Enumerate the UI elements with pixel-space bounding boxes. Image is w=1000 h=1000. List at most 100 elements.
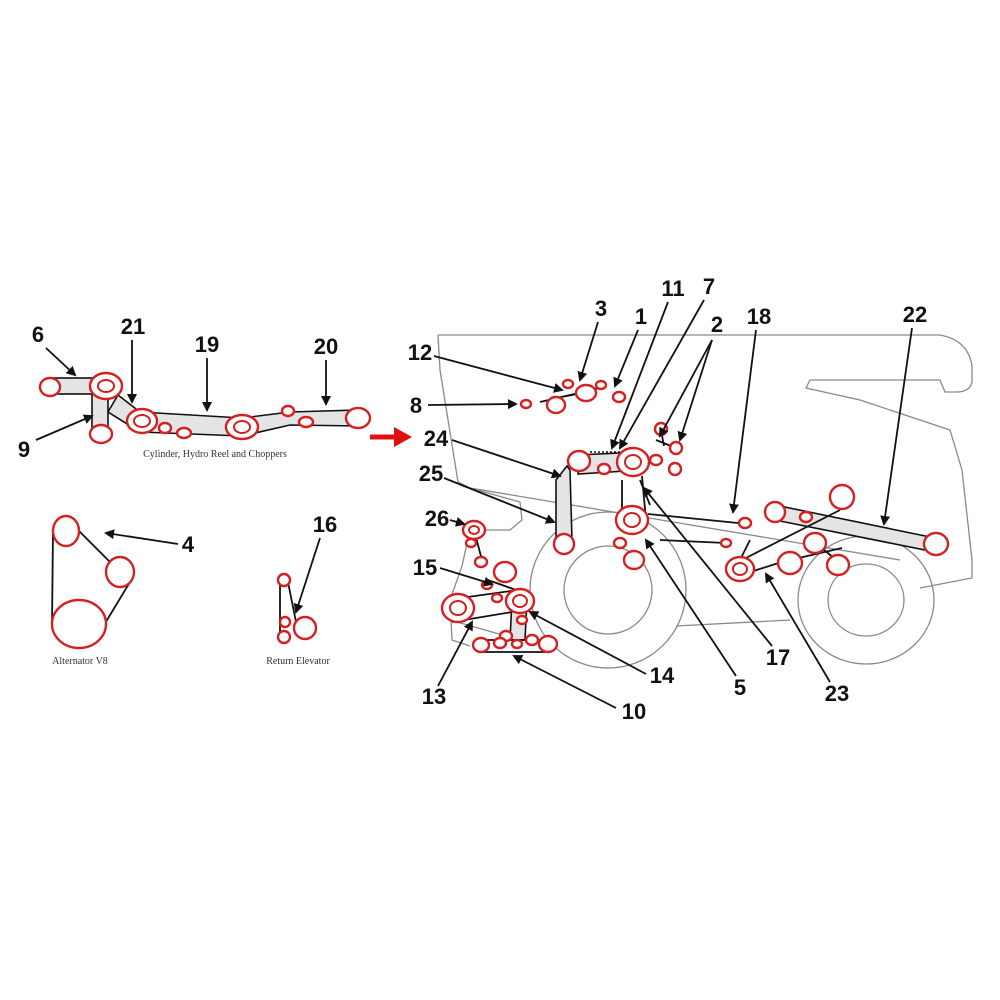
front-wheel-hub	[563, 545, 653, 635]
callout-4: 4	[182, 532, 195, 557]
caption-alternator: Alternator V8	[52, 656, 108, 667]
pulley	[344, 406, 372, 430]
pulley	[566, 449, 592, 473]
callout-20: 20	[314, 334, 338, 359]
belt-4-line	[77, 529, 111, 563]
pulley	[798, 510, 814, 524]
red-pointer-arrow	[370, 427, 412, 447]
pulley	[276, 572, 292, 588]
pulley	[611, 390, 627, 404]
pulley	[461, 519, 487, 541]
pulley-hub	[512, 594, 528, 608]
pulley	[492, 636, 508, 650]
callout-7: 7	[703, 274, 715, 299]
pulley	[104, 555, 136, 589]
pulley	[492, 560, 518, 584]
pulley	[440, 592, 476, 624]
callout-21: 21	[121, 314, 145, 339]
pulley	[519, 398, 533, 410]
pulley	[668, 440, 684, 456]
arrow-22	[880, 327, 913, 526]
caption-return-elevator: Return Elevator	[266, 656, 330, 667]
pulley	[464, 537, 478, 549]
arrow-11	[610, 301, 669, 450]
callout-17: 17	[766, 645, 790, 670]
callout-9: 9	[18, 437, 30, 462]
belt-22	[774, 504, 936, 553]
pulley	[828, 483, 856, 511]
cylinder-hydro-reel-choppers-drive: Cylinder, Hydro Reel and Choppers	[38, 371, 372, 460]
pulley	[504, 587, 536, 615]
pulley	[125, 407, 159, 435]
front-wheel	[529, 511, 687, 669]
belt-25	[555, 464, 573, 541]
pulley	[615, 446, 651, 478]
pulley	[622, 549, 646, 571]
pulley	[280, 404, 296, 418]
machine-belts	[445, 387, 936, 653]
pulley	[292, 615, 318, 641]
arrow-18	[729, 329, 757, 514]
pulley	[612, 536, 628, 550]
pulley	[648, 453, 664, 467]
pulley	[297, 415, 315, 429]
arrow-9	[35, 414, 94, 441]
rear-wheel	[797, 535, 935, 665]
combine-outline	[437, 334, 973, 669]
arrow-13	[437, 620, 473, 687]
pulley	[175, 426, 193, 440]
callout-18: 18	[747, 304, 771, 329]
pulley-hub	[233, 420, 251, 434]
arrow-10	[512, 655, 617, 709]
pulley-hub	[449, 600, 467, 616]
pulley	[537, 634, 559, 654]
base-line	[675, 619, 791, 627]
alternator-v8-drive: Alternator V8 4	[50, 514, 195, 667]
arrow-16	[293, 537, 321, 614]
arrow-2a	[659, 339, 713, 438]
pulley	[763, 500, 787, 524]
callout-11: 11	[661, 276, 684, 301]
body-line	[469, 487, 901, 561]
callout-26: 26	[425, 506, 449, 531]
callout-24: 24	[424, 426, 449, 451]
arrow-8	[427, 399, 518, 410]
belt-4-line	[103, 581, 131, 626]
pulley	[776, 550, 804, 576]
arrow-26	[449, 516, 466, 527]
pulley	[596, 462, 612, 476]
pulley	[724, 555, 756, 583]
pulley	[552, 532, 576, 556]
pulley	[278, 615, 292, 629]
pulley	[667, 461, 683, 477]
pulley	[50, 598, 108, 650]
pulley	[825, 553, 851, 577]
rear-wheel-hub	[827, 563, 905, 637]
pulley-hub	[732, 562, 748, 576]
arrow-24	[451, 439, 562, 479]
callout-19: 19	[195, 332, 219, 357]
grain-tank-outline	[438, 334, 973, 589]
arrow-15	[439, 567, 494, 587]
pulley-hub	[133, 414, 151, 428]
pulley	[594, 379, 608, 391]
pulley	[51, 514, 81, 548]
arrow-25	[443, 477, 556, 524]
callout-5: 5	[734, 675, 746, 700]
pulley	[510, 638, 524, 650]
left-callouts: 6 21 19 20 9	[18, 314, 338, 462]
callout-1: 1	[635, 304, 647, 329]
pulley	[515, 614, 529, 626]
callout-25: 25	[419, 461, 443, 486]
pulley	[157, 421, 173, 435]
arrow-23	[764, 572, 831, 683]
pulley	[545, 395, 567, 415]
pulley	[574, 383, 598, 403]
pulley	[922, 531, 950, 557]
callout-16: 16	[313, 512, 337, 537]
callout-23: 23	[825, 681, 849, 706]
arrow-4	[104, 529, 179, 545]
arrow-5	[644, 538, 737, 677]
arrow-3	[577, 321, 599, 382]
return-elevator-drive: Return Elevator 16	[266, 512, 337, 667]
